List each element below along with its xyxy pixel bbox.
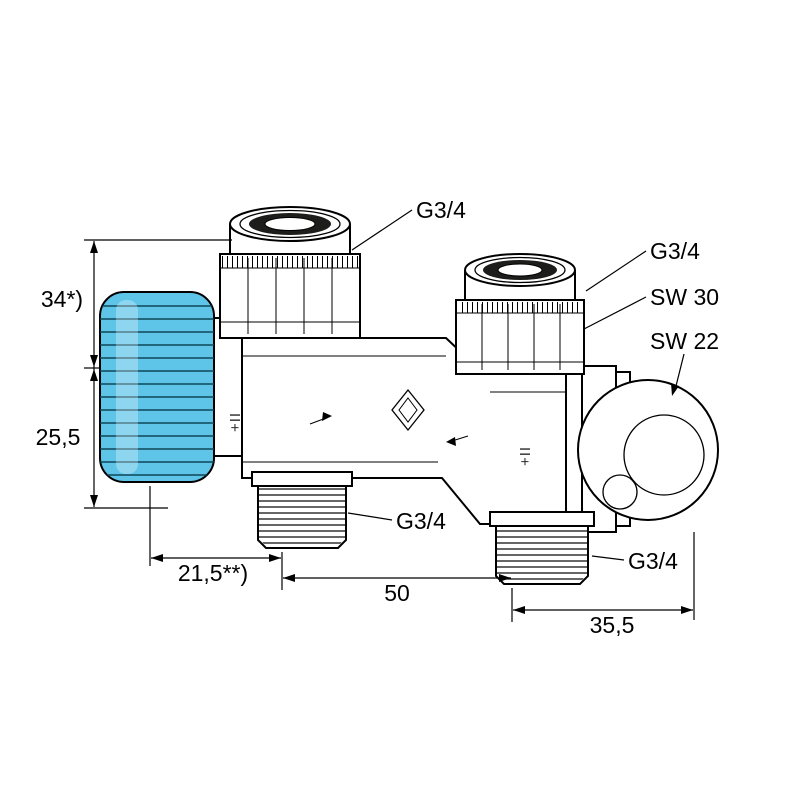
- union-right: [455, 253, 585, 375]
- bottom-left-thread: [251, 471, 353, 549]
- end-cap-small-circle: [602, 474, 638, 510]
- flow-arrow-right-head: [322, 412, 332, 421]
- sw22-arrow-head: [671, 383, 679, 396]
- manufacturer-logo: [391, 388, 425, 432]
- callout-sw22: SW 22: [650, 328, 719, 354]
- end-cap-inner-circle: [623, 414, 705, 496]
- callout-sw30: SW 30: [650, 284, 719, 310]
- callout-labels: G3/4 G3/4 SW 30 SW 22 G3/4 G3/4: [347, 197, 719, 574]
- callout-g34-top-left: G3/4: [416, 197, 466, 223]
- callout-g34-bottom-left: G3/4: [396, 508, 446, 534]
- dim-center-distance: 50: [384, 580, 410, 606]
- union-nut-left-knurl: [222, 256, 358, 268]
- thermostat-cap-knurling: [100, 305, 214, 476]
- dim-upper-height: 34*): [41, 286, 83, 312]
- bottom-right-thread: [489, 511, 595, 585]
- flow-arrow-left-head: [446, 437, 456, 446]
- dimension-annotations: 34*) 25,5 21,5**) 50 35,5: [36, 239, 695, 638]
- port-marking-left: +II: [227, 412, 244, 432]
- valve-end-cap: [577, 379, 719, 521]
- valve-neck-collar: [213, 317, 243, 457]
- dim-lower-height: 25,5: [36, 424, 81, 450]
- union-nut-right-knurl: [458, 302, 582, 313]
- thermostat-cap: [99, 291, 215, 483]
- dim-right-offset: 35,5: [590, 612, 635, 638]
- union-left: [219, 206, 361, 339]
- cap-highlight: [116, 300, 138, 474]
- valve-assembly: +II +II: [99, 206, 719, 585]
- callout-g34-bottom-right: G3/4: [628, 548, 678, 574]
- dim-left-offset: 21,5**): [178, 560, 248, 586]
- port-marking-right: +II: [517, 446, 534, 466]
- callout-g34-top-right: G3/4: [650, 238, 700, 264]
